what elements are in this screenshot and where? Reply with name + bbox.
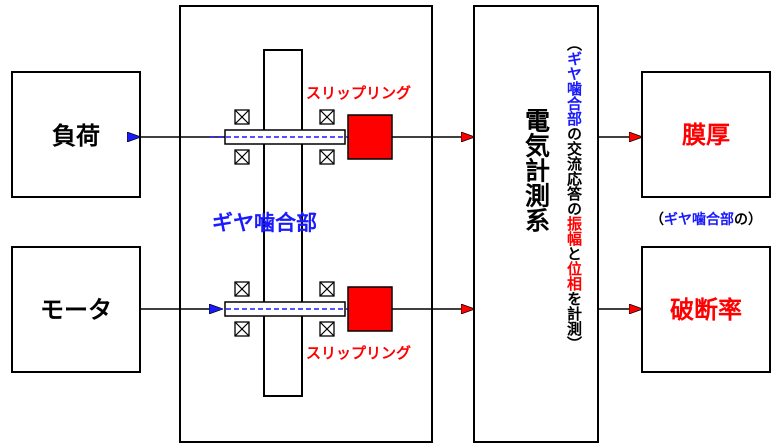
load-label: 負荷	[52, 122, 100, 150]
electrical-measurement-label: 電気計測系	[522, 108, 551, 233]
motor-label: モータ	[40, 296, 112, 324]
slip-ring-top-block	[347, 114, 393, 160]
gear-note: （ギヤ噛合部の）	[650, 211, 762, 228]
bearing-icon	[234, 109, 250, 125]
bearing-icon	[234, 149, 250, 165]
bearing-icon	[234, 321, 250, 337]
film-thickness-box	[641, 71, 771, 198]
slip-ring-bottom-label: スリップリング	[306, 344, 411, 362]
fracture-rate-label: 破断率	[670, 296, 742, 324]
bearing-icon	[319, 109, 335, 125]
load-box	[11, 71, 141, 198]
electrical-measurement-box	[473, 5, 599, 443]
gear-mesh-label: ギヤ噛合部	[212, 211, 317, 235]
bearing-icon	[319, 321, 335, 337]
motor-box	[11, 246, 141, 373]
bearing-icon	[234, 281, 250, 297]
fracture-rate-box	[641, 246, 771, 373]
slip-ring-top-label: スリップリング	[306, 84, 411, 102]
gear-plate	[263, 49, 303, 397]
bearing-icon	[319, 149, 335, 165]
gear-mesh-frame	[179, 5, 433, 443]
measurement-detail: （ギヤ噛合部の交流応答の振幅と位相を計測）	[565, 36, 583, 351]
slip-ring-bottom-block	[347, 286, 393, 332]
bearing-icon	[319, 281, 335, 297]
film-thickness-label: 膜厚	[681, 121, 730, 149]
